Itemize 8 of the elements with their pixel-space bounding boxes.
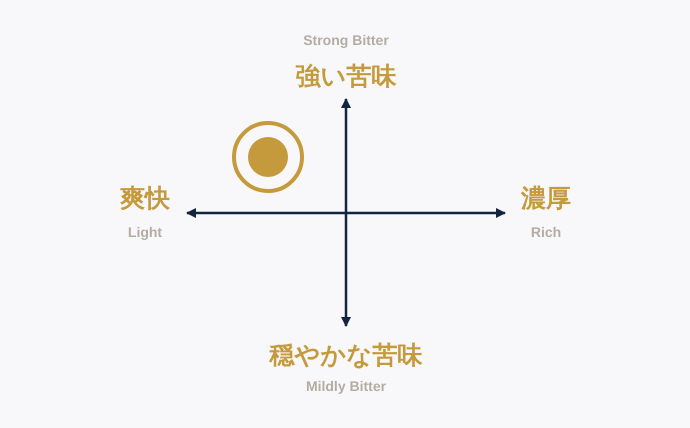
axis-label: 強い苦味: [296, 64, 396, 88]
axis-label: 穏やかな苦味: [270, 342, 422, 368]
axis-label: 濃厚: [521, 186, 571, 210]
axis-label: Rich: [530, 225, 562, 239]
axis-label: Mildly Bitter: [306, 379, 386, 393]
axis-label: Strong Bitter: [303, 33, 389, 47]
axis-label: Light: [128, 225, 162, 239]
axis-label: 爽快: [120, 186, 170, 210]
